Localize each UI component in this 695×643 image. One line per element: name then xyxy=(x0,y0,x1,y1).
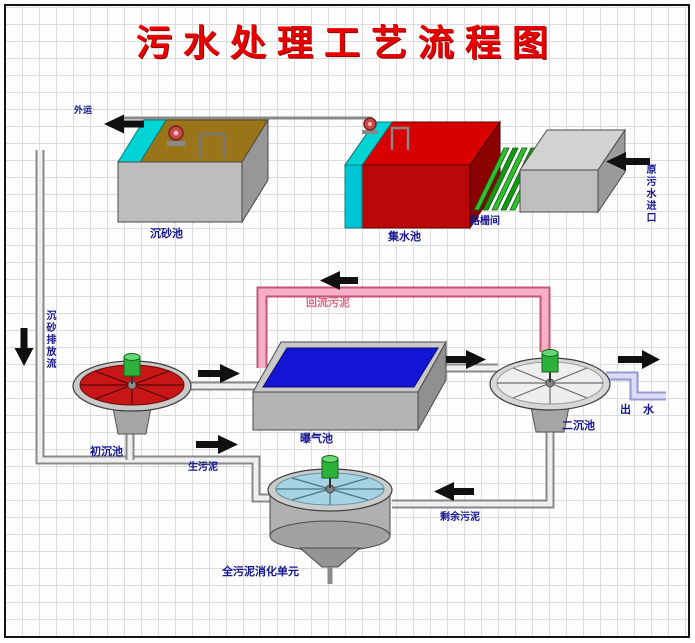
diagram-frame xyxy=(4,4,690,638)
sludge-digester xyxy=(267,455,393,584)
grit-discharge-pipe xyxy=(35,150,272,503)
inlet-channel xyxy=(519,128,626,214)
aeration-tank-label: 曝气池 xyxy=(300,433,333,445)
effluent-label: 出水 xyxy=(620,404,666,416)
scraper-arms xyxy=(276,473,384,505)
motor-icon xyxy=(321,455,339,488)
pump-icon xyxy=(362,117,378,134)
motor-icon xyxy=(123,353,141,384)
grit-tank-front xyxy=(117,161,243,223)
raw-sludge-label: 生污泥 xyxy=(188,462,218,473)
raw-inlet-label: 原污水进口 xyxy=(644,164,655,224)
primary-clarifier-label: 初沉池 xyxy=(90,446,123,458)
aeration-water xyxy=(262,347,439,388)
grit-discharge-label: 沉砂排放流 xyxy=(44,310,55,370)
scraper-arms xyxy=(497,362,603,404)
flow-arrows xyxy=(14,114,660,501)
raw-sludge-arrow xyxy=(196,435,238,454)
return-sludge-pipe xyxy=(256,286,551,368)
pump-icon xyxy=(167,125,185,146)
grit-tank-label: 沉砂池 xyxy=(150,228,183,240)
final-effluent-arrow xyxy=(618,350,660,369)
motor-icon xyxy=(541,349,559,382)
raw-inlet-arrow xyxy=(606,152,650,171)
primary-clarifier xyxy=(72,353,192,435)
excess-sludge-arrow xyxy=(434,482,474,501)
digestion-unit-label: 全污泥消化单元 xyxy=(222,566,299,578)
collection-tank-channel-front xyxy=(344,164,363,229)
haul-away-arrow xyxy=(104,114,144,134)
return-sludge-label: 回流污泥 xyxy=(306,297,350,309)
secondary-clarifier-label: 二沉池 xyxy=(562,420,595,432)
effluent-pipe xyxy=(606,371,666,401)
secondary-clarifier xyxy=(489,349,611,433)
aeration-tank xyxy=(252,340,447,432)
primary-effluent-arrow xyxy=(198,364,240,383)
excess-sludge-label: 剩余污泥 xyxy=(440,512,480,523)
return-sludge-arrow xyxy=(320,271,358,290)
scraper-arms xyxy=(80,365,184,405)
bar-screen-label: 格栅间 xyxy=(470,216,500,227)
grit-down-arrow xyxy=(14,328,34,366)
secondary-underflow-pipe xyxy=(392,426,555,509)
collection-tank-label: 集水池 xyxy=(388,231,421,243)
riser-pipe xyxy=(390,126,410,150)
grit-tank-side xyxy=(241,118,269,224)
aeration-effluent-arrow xyxy=(446,350,486,369)
collection-tank xyxy=(344,117,501,230)
handrail-pipe xyxy=(198,132,226,158)
grit-tank xyxy=(117,118,269,224)
collection-tank-front xyxy=(344,164,471,229)
page-title: 污水处理工艺流程图 xyxy=(135,23,559,63)
haul-away-label: 外运 xyxy=(74,105,93,115)
